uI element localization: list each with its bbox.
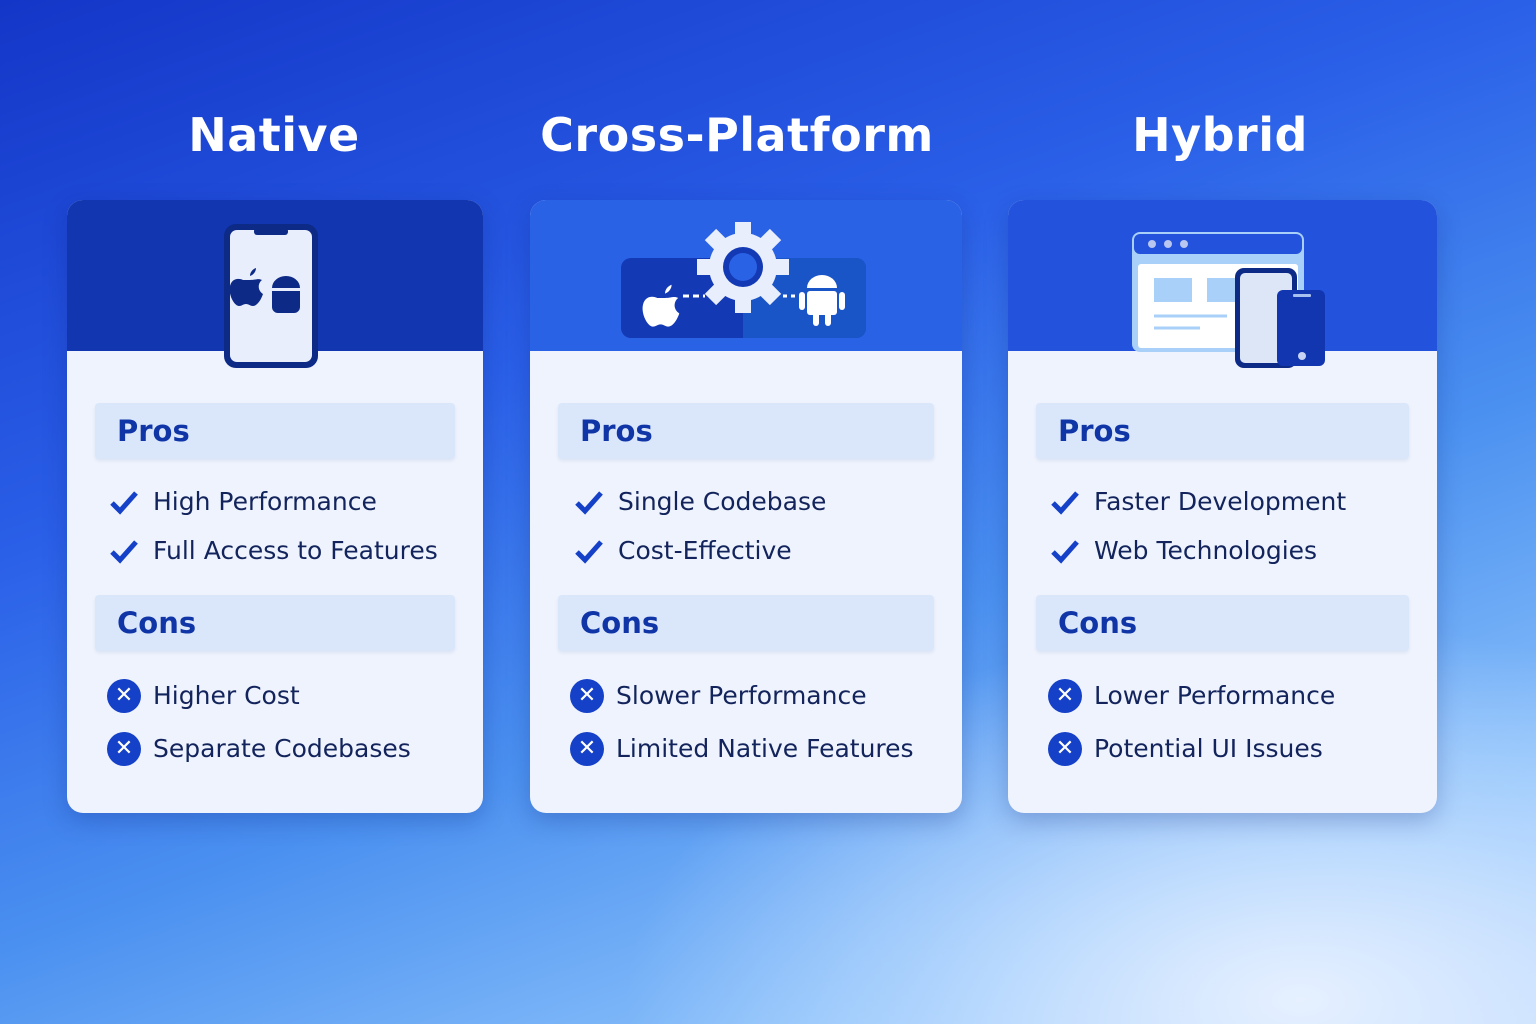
pros-header: Pros: [558, 403, 934, 459]
pro-text: Faster Development: [1094, 487, 1347, 516]
cons-header: Cons: [95, 595, 455, 651]
check-icon: [1048, 485, 1082, 519]
x-circle-icon: ✕: [107, 678, 141, 713]
pros-list: Single Codebase Cost-Effective: [530, 459, 962, 575]
phone-apple-android-icon: [224, 224, 318, 368]
con-item: ✕ Higher Cost: [107, 669, 483, 722]
pro-item: Single Codebase: [572, 477, 962, 526]
card-header: [67, 200, 483, 368]
cross-platform-title: Cross-Platform: [540, 108, 934, 162]
pro-text: Full Access to Features: [153, 536, 438, 565]
pros-list: Faster Development Web Technologies: [1008, 459, 1437, 575]
card-header: [1008, 200, 1437, 368]
x-circle-icon: ✕: [570, 731, 604, 766]
pro-item: High Performance: [107, 477, 483, 526]
pro-item: Full Access to Features: [107, 526, 483, 575]
check-icon: [107, 534, 141, 568]
pros-header: Pros: [95, 403, 455, 459]
x-circle-icon: ✕: [570, 678, 604, 713]
check-icon: [1048, 534, 1082, 568]
cross-platform-card: Pros Single Codebase Cost-Effective Cons…: [530, 200, 962, 813]
pro-item: Cost-Effective: [572, 526, 962, 575]
con-text: Lower Performance: [1094, 681, 1336, 710]
card-header: [530, 200, 962, 351]
x-circle-icon: ✕: [107, 731, 141, 766]
con-text: Separate Codebases: [153, 734, 411, 763]
pro-text: Single Codebase: [618, 487, 827, 516]
browser-phones-icon: [1132, 232, 1325, 368]
pros-list: High Performance Full Access to Features: [67, 459, 483, 575]
gear-apple-android-icon: [621, 222, 866, 338]
pro-item: Faster Development: [1048, 477, 1437, 526]
con-item: ✕ Separate Codebases: [107, 722, 483, 775]
cons-list: ✕ Slower Performance ✕ Limited Native Feat…: [530, 651, 962, 775]
con-item: ✕ Lower Performance: [1048, 669, 1437, 722]
check-icon: [572, 534, 606, 568]
cons-list: ✕ Lower Performance ✕ Potential UI Issues: [1008, 651, 1437, 775]
pro-text: Cost-Effective: [618, 536, 792, 565]
con-item: ✕ Potential UI Issues: [1048, 722, 1437, 775]
con-text: Higher Cost: [153, 681, 300, 710]
check-icon: [107, 485, 141, 519]
cons-header: Cons: [558, 595, 934, 651]
hybrid-card: Pros Faster Development Web Technologies…: [1008, 200, 1437, 813]
con-item: ✕ Slower Performance: [570, 669, 962, 722]
pro-item: Web Technologies: [1048, 526, 1437, 575]
x-circle-icon: ✕: [1048, 678, 1082, 713]
con-item: ✕ Limited Native Features: [570, 722, 962, 775]
native-title: Native: [188, 108, 360, 162]
con-text: Limited Native Features: [616, 734, 914, 763]
check-icon: [572, 485, 606, 519]
con-text: Potential UI Issues: [1094, 734, 1323, 763]
cons-list: ✕ Higher Cost ✕ Separate Codebases: [67, 651, 483, 775]
native-card: Pros High Performance Full Access to Fea…: [67, 200, 483, 813]
cons-header: Cons: [1036, 595, 1409, 651]
hybrid-title: Hybrid: [1132, 108, 1308, 162]
x-circle-icon: ✕: [1048, 731, 1082, 766]
pro-text: High Performance: [153, 487, 377, 516]
con-text: Slower Performance: [616, 681, 867, 710]
pro-text: Web Technologies: [1094, 536, 1318, 565]
pros-header: Pros: [1036, 403, 1409, 459]
